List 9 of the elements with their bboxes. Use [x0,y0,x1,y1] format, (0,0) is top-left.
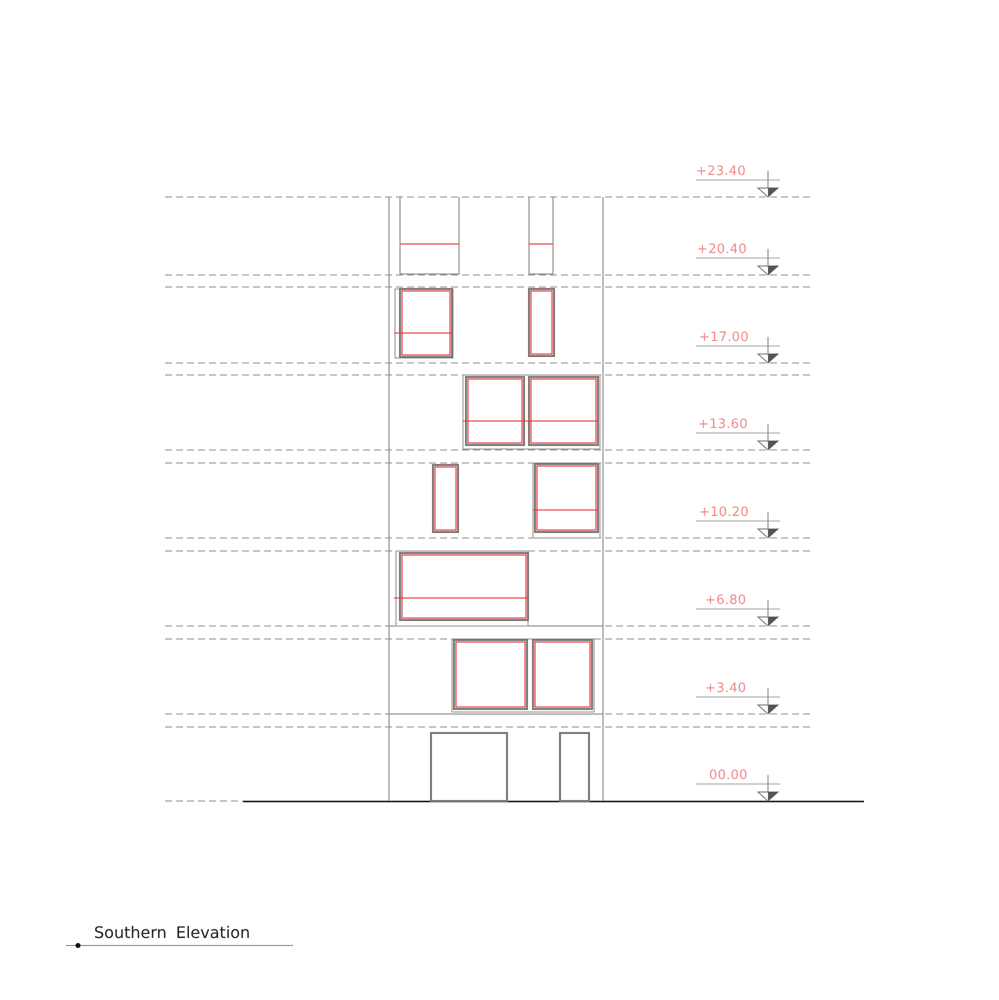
level-label: +6.80 [705,593,746,608]
drawing-title: Southern Elevation [94,923,250,942]
level-label: +20.40 [697,242,747,257]
level-label: +13.60 [698,417,748,432]
level-label: +10.20 [699,505,749,520]
level-label: 00.00 [709,768,748,783]
level-label: +3.40 [705,681,746,696]
level-label: +23.40 [696,164,746,179]
level-label: +17.00 [699,330,749,345]
